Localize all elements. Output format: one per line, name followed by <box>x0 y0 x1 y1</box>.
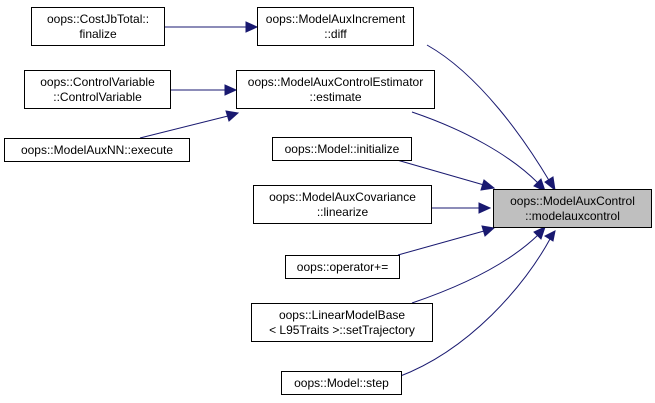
node-box <box>236 70 435 109</box>
node-label-line-2: ::modelauxcontrol <box>525 209 620 223</box>
graph-edges <box>139 21 556 378</box>
node-box <box>24 70 171 109</box>
node-box <box>253 185 432 224</box>
node-label-line-2: < L95Traits >::setTrajectory <box>269 323 415 337</box>
arrowhead-linearmodel-to-target <box>533 226 546 240</box>
edge-auxnn-to-estimator <box>139 115 229 139</box>
arrowhead-covariance-to-target <box>478 202 492 214</box>
arrowhead-costjbtotal-to-increment <box>245 21 259 33</box>
edge-estimator-to-target <box>411 111 539 184</box>
node-label-line-2: ::linearize <box>317 205 369 219</box>
arrowhead-estimator-to-target <box>533 178 546 192</box>
node-label: oops::Model::step <box>294 376 389 390</box>
node-label: oops::operator+= <box>297 260 388 274</box>
graph-nodes: oops::ModelAuxControl ::modelauxcontrol … <box>4 7 652 395</box>
node-box <box>31 7 165 46</box>
arrowhead-initialize-to-target <box>480 179 496 191</box>
node-label-line-1: oops::ModelAuxIncrement <box>266 12 406 26</box>
edge-step-to-target <box>397 238 551 378</box>
edge-linearmodel-to-target <box>411 234 539 304</box>
node-box <box>4 138 190 162</box>
arrowhead-controlvariable-to-estimator <box>224 84 238 96</box>
node-label: oops::ModelAuxNN::execute <box>21 143 173 157</box>
node-label-line-1: oops::CostJbTotal:: <box>47 12 149 26</box>
arrowhead-step-to-target <box>543 230 556 242</box>
arrowhead-operator-to-target <box>481 225 496 237</box>
node-label-line-2: ::diff <box>324 27 347 41</box>
node-box <box>281 371 402 395</box>
node-box <box>251 303 433 342</box>
node-label-line-2: ::estimate <box>309 90 361 104</box>
node-label-line-1: oops::ModelAuxControl <box>510 194 635 208</box>
node-label-line-1: oops::ControlVariable <box>40 75 155 89</box>
node-target-modelauxcontrol[interactable]: oops::ModelAuxControl ::modelauxcontrol <box>493 189 652 228</box>
node-label-line-1: oops::ModelAuxCovariance <box>269 190 416 204</box>
node-modelauxcontrolestimator-estimate[interactable]: oops::ModelAuxControlEstimator ::estimat… <box>236 70 435 109</box>
node-label-line-2: finalize <box>79 27 117 41</box>
node-model-initialize[interactable]: oops::Model::initialize <box>272 137 412 161</box>
node-model-step[interactable]: oops::Model::step <box>281 371 402 395</box>
node-label-line-1: oops::ModelAuxControlEstimator <box>248 75 423 89</box>
node-label-line-1: oops::LinearModelBase <box>279 308 405 322</box>
node-costjbtotal-finalize[interactable]: oops::CostJbTotal:: finalize <box>31 7 165 46</box>
node-linearmodelbase-settrajectory[interactable]: oops::LinearModelBase < L95Traits >::set… <box>251 303 433 342</box>
node-modelauxcovariance-linearize[interactable]: oops::ModelAuxCovariance ::linearize <box>253 185 432 224</box>
node-box <box>493 189 652 228</box>
node-box <box>285 255 400 279</box>
node-label: oops::Model::initialize <box>285 142 400 156</box>
node-label-line-2: ::ControlVariable <box>53 90 142 104</box>
node-controlvariable-ctor[interactable]: oops::ControlVariable ::ControlVariable <box>24 70 171 109</box>
node-box <box>272 137 412 161</box>
node-box <box>257 7 414 46</box>
node-modelauxincrement-diff[interactable]: oops::ModelAuxIncrement ::diff <box>257 7 414 46</box>
edge-operator-to-target <box>397 230 485 256</box>
node-operator-plus-eq[interactable]: oops::operator+= <box>285 255 400 279</box>
edge-initialize-to-target <box>396 159 485 186</box>
edge-increment-to-target <box>426 44 551 183</box>
node-modelauxnn-execute[interactable]: oops::ModelAuxNN::execute <box>4 138 190 162</box>
arrowhead-auxnn-to-estimator <box>225 110 240 122</box>
arrowhead-increment-to-target <box>544 176 556 192</box>
